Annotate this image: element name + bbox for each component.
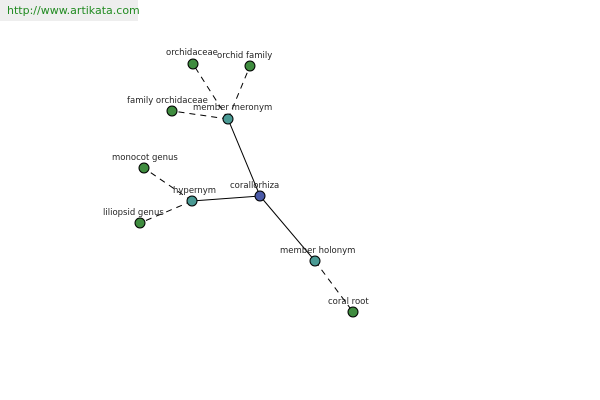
label-orchidaceae: orchidaceae (166, 48, 218, 58)
node-orchidaceae[interactable] (187, 58, 199, 70)
node-monocot-genus[interactable] (138, 162, 150, 174)
node-family-orchidaceae[interactable] (166, 105, 178, 117)
label-hypernym: hypernym (173, 186, 216, 196)
node-hypernym[interactable] (186, 195, 198, 207)
edge-corallorhiza-member-meronym (227, 118, 261, 197)
label-monocot-genus: monocot genus (112, 153, 178, 163)
label-coral-root: coral root (328, 297, 369, 307)
edge-member-meronym-orchid-family (227, 65, 251, 120)
edge-corallorhiza-member-holonym (259, 195, 316, 262)
edge-hypernym-monocot-genus (143, 167, 193, 202)
source-url-link[interactable]: http://www.artikata.com (7, 4, 140, 17)
edge-corallorhiza-hypernym (191, 195, 261, 202)
label-member-holonym: member holonym (280, 246, 355, 256)
label-liliopsid-genus: liliopsid genus (103, 208, 164, 218)
node-member-meronym[interactable] (222, 113, 234, 125)
node-orchid-family[interactable] (244, 60, 256, 72)
node-corallorhiza[interactable] (254, 190, 266, 202)
label-family-orchidaceae: family orchidaceae (127, 96, 208, 106)
node-coral-root[interactable] (347, 306, 359, 318)
label-orchid-family: orchid family (217, 51, 272, 61)
source-url-banner: http://www.artikata.com (0, 0, 140, 21)
label-member-meronym: member meronym (193, 103, 272, 113)
label-corallorhiza: corallorhiza (230, 181, 279, 191)
edge-hypernym-liliopsid-genus (139, 200, 193, 224)
node-liliopsid-genus[interactable] (134, 217, 146, 229)
edge-member-meronym-family-orchidaceae (171, 110, 229, 120)
node-member-holonym[interactable] (309, 255, 321, 267)
